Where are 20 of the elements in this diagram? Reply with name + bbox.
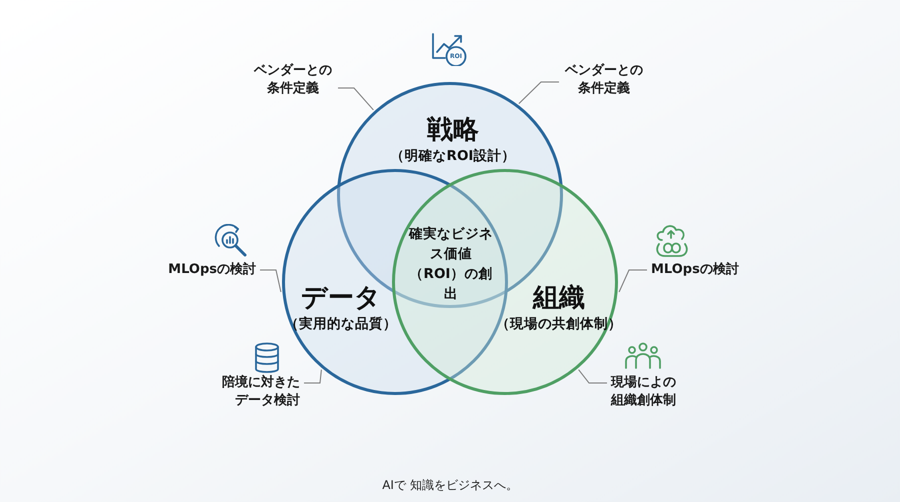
callout-text: MLOpsの検討 <box>160 261 256 279</box>
tagline-text: AIで 知識をビジネスへ。 <box>381 477 519 494</box>
leader-line <box>338 88 374 110</box>
circle-subtitle: （明確なROI設計） <box>390 146 516 166</box>
callout-text: ベンダーとの条件定義 <box>252 62 334 98</box>
circle-heading: 組織 <box>533 282 585 314</box>
circle-subtitle: （実用的な品質） <box>285 314 397 334</box>
leader-line <box>518 82 560 104</box>
callout-text: 現場によの組織創体制 <box>611 374 681 410</box>
leader-line <box>618 270 648 292</box>
callout-text: 陪境に対きたデータ検討 <box>216 374 300 410</box>
center-text: 確実なビジネス価値（ROI）の創出 <box>408 225 494 304</box>
callout-text: ベンダーとの条件定義 <box>563 62 645 98</box>
leader-line <box>260 270 282 292</box>
circle-heading: データ <box>301 282 381 314</box>
circle-subtitle: （現場の共創体制） <box>496 314 622 334</box>
circle-heading: 戦略 <box>427 114 479 146</box>
leader-line <box>304 369 322 384</box>
callout-text: MLOpsの検討 <box>651 261 747 279</box>
leader-line <box>578 369 608 384</box>
